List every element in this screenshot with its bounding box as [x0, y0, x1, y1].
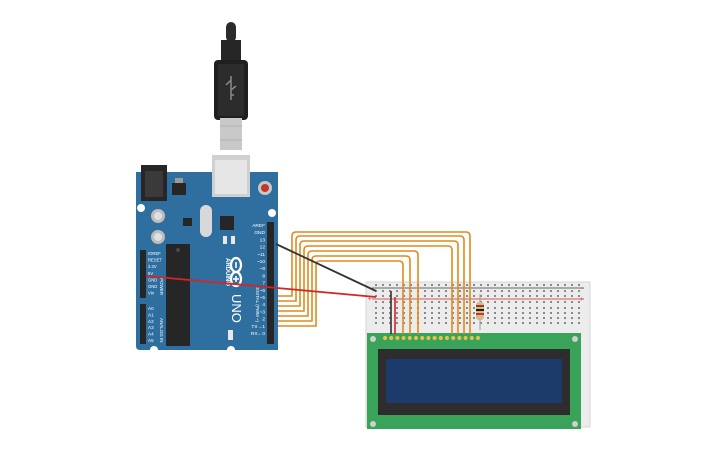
digital-pin-label: 7 [262, 281, 265, 287]
digital-pin-label: AREF [252, 223, 265, 229]
signal-wire[interactable] [278, 250, 419, 334]
analog-pin-label: A5 [148, 338, 154, 343]
mounting-hole-bottom-left [150, 346, 158, 354]
analog-title: ANALOG IN [159, 318, 164, 343]
lcd-mount-hole-br [572, 421, 578, 427]
digital-pin-label: ~5 [260, 295, 266, 301]
digital-pin-label: ~10 [257, 259, 265, 265]
lcd-pin-header [382, 335, 481, 341]
digital-header[interactable] [267, 222, 274, 344]
lcd-pin [426, 335, 431, 341]
usb-plug-metal [220, 118, 242, 150]
digital-pin-label: TX→1 [251, 324, 265, 330]
lcd-pin [451, 335, 456, 341]
power-pin-label: Vin [148, 291, 155, 296]
lcd-pin [382, 335, 388, 341]
digital-pin-label: 13 [260, 237, 266, 243]
analog-pin-label: A0 [148, 306, 154, 311]
analog-pin-label: A1 [148, 312, 154, 317]
lcd-pin [407, 335, 412, 341]
signal-wire[interactable] [278, 240, 459, 334]
usb-symbol-icon [225, 76, 237, 100]
mounting-hole-top-right [268, 209, 276, 217]
power-pin-label: 5V [148, 271, 153, 276]
lcd-screen [386, 359, 562, 403]
resistor[interactable] [476, 294, 484, 330]
rail-plus-right: + [580, 297, 584, 303]
led-l [223, 236, 227, 244]
digital-pwm-label: DIGITAL (PWM ~) [255, 286, 260, 323]
usb-cable-cord [226, 22, 236, 42]
lcd-pin [457, 335, 462, 341]
power-pin-label: 3.3V [148, 264, 157, 269]
digital-pin-label: ~3 [260, 309, 266, 315]
signal-wires [278, 231, 471, 334]
digital-pin-label: ~9 [260, 266, 266, 272]
lcd-mount-hole-bl [370, 421, 376, 427]
lcd-16x2-module[interactable] [367, 333, 581, 429]
lcd-pin [444, 335, 450, 341]
rail-minus-right: − [580, 286, 584, 292]
lcd-pin [413, 335, 419, 341]
led-tx [231, 236, 235, 244]
arduino-model-text: UNO [229, 294, 244, 323]
arduino-uno-board[interactable]: ARDUINO UNO AREFGND1312~11~10~987~6~54~3… [136, 155, 278, 354]
digital-pin-label: 2 [262, 317, 265, 323]
digital-pin-label: 4 [262, 302, 265, 308]
power-pin-label: RESET [148, 258, 162, 263]
crystal-oscillator [200, 205, 212, 237]
lcd-pin [420, 335, 425, 341]
lcd-mount-hole-tr [572, 336, 578, 342]
lcd-mount-hole-tl [370, 336, 376, 342]
digital-pin-label: ~6 [260, 288, 266, 294]
led-on [228, 330, 233, 340]
lcd-pin [432, 335, 437, 341]
atmega-chip [166, 244, 190, 346]
digital-pin-label: 12 [260, 245, 266, 251]
power-wire[interactable] [145, 275, 377, 298]
arduino-brand-text: ARDUINO [224, 258, 230, 286]
lcd-pin [469, 335, 474, 341]
power-pin-label: IOREF [148, 251, 161, 256]
lcd-pin [395, 335, 400, 341]
lcd-pin [389, 335, 394, 341]
usb-cable[interactable] [214, 22, 248, 150]
signal-wire[interactable] [278, 260, 404, 334]
arduino-logo [229, 256, 243, 288]
power-header[interactable] [140, 250, 146, 298]
lcd-pin [475, 335, 481, 341]
voltage-regulator [172, 183, 186, 195]
lcd-pin [463, 335, 468, 341]
power-pin-label: GND [148, 284, 157, 289]
rail-plus-left: + [368, 297, 372, 303]
mounting-hole-top-left [137, 204, 145, 212]
mounting-hole-bottom-right [227, 346, 235, 354]
analog-pin-label: A3 [148, 325, 154, 330]
lcd-pin [438, 335, 443, 341]
usb-strain-relief [221, 40, 241, 62]
signal-wire[interactable] [278, 255, 411, 334]
digital-pin-label: GND [254, 230, 265, 236]
digital-pin-label: 8 [262, 273, 265, 279]
power-pin-label: GND [148, 277, 157, 282]
ground-wire[interactable] [275, 243, 377, 292]
usb-chip [220, 216, 234, 230]
analog-pin-label: A2 [148, 319, 154, 324]
digital-pin-label: RX←0 [251, 331, 265, 337]
digital-pin-label: ~11 [257, 252, 265, 258]
analog-pin-label: A4 [148, 332, 154, 337]
signal-wire[interactable] [278, 245, 453, 334]
signal-wire[interactable] [278, 235, 465, 334]
lcd-pin [401, 335, 406, 341]
analog-header[interactable] [140, 304, 146, 344]
power-title: POWER [159, 278, 164, 296]
signal-wire[interactable] [278, 231, 471, 334]
